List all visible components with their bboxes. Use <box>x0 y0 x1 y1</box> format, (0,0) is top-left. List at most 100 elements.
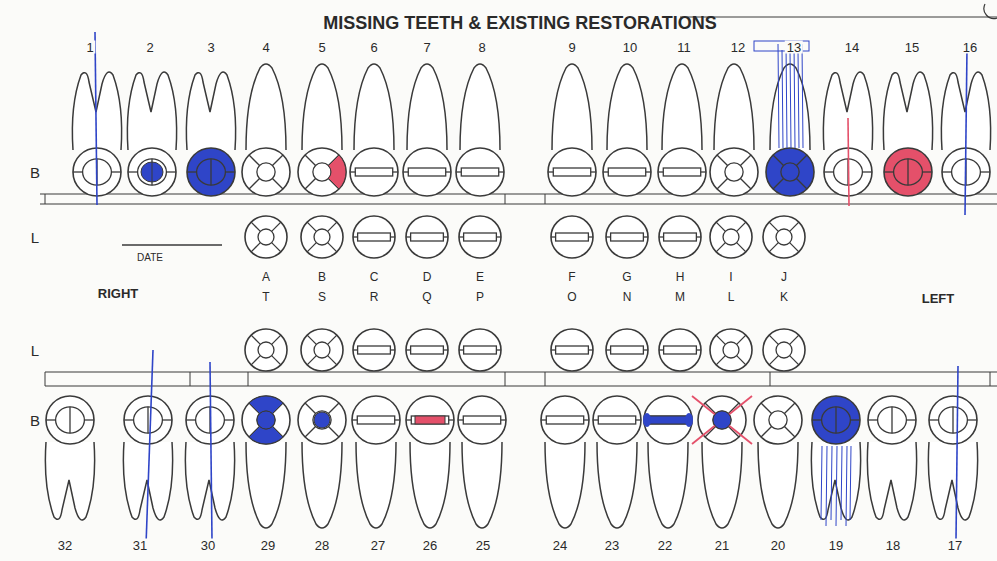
band-tick <box>990 372 991 386</box>
date-label: DATE <box>137 253 163 263</box>
surface-divider <box>716 356 725 365</box>
surface-divider <box>717 155 728 166</box>
occlusal-surface <box>939 407 968 433</box>
crown-outline <box>46 396 94 444</box>
surface-divider <box>716 243 725 252</box>
surface-divider <box>46 419 56 420</box>
tooth-root <box>867 442 916 520</box>
surface-divider <box>443 236 448 237</box>
tooth-root <box>597 442 637 528</box>
surface-divider <box>773 155 784 166</box>
tooth-number: 22 <box>656 539 674 552</box>
occlusal-surface <box>781 163 799 181</box>
surface-divider <box>186 419 196 420</box>
tooth-number: 1 <box>84 41 95 54</box>
surface-divider <box>740 155 751 166</box>
tooth-crown <box>754 396 802 444</box>
incisal-edge <box>358 233 391 241</box>
surface-divider <box>790 356 799 365</box>
surface-divider <box>305 178 316 189</box>
tooth-root <box>407 64 447 150</box>
crown-outline <box>593 396 641 444</box>
surface-divider <box>584 419 589 420</box>
row-label: B <box>30 413 40 428</box>
tooth-number: 2 <box>144 41 155 54</box>
tooth-root <box>648 442 688 528</box>
root-canal-stroke <box>794 44 795 148</box>
tooth-crown <box>245 329 287 371</box>
surface-divider <box>496 236 501 237</box>
root-canal-marks <box>754 41 851 526</box>
incisal-filling <box>415 416 445 424</box>
crown-outline <box>551 329 593 371</box>
surface-divider <box>443 349 448 350</box>
crown-outline <box>406 216 448 258</box>
tooth-crown <box>459 329 501 371</box>
surface-divider <box>761 403 772 414</box>
surface-divider <box>496 349 501 350</box>
surface-divider <box>251 356 260 365</box>
occlusal-surface <box>713 411 731 429</box>
surface-divider <box>459 236 464 237</box>
surface-divider <box>884 171 894 172</box>
surface-divider <box>459 349 464 350</box>
tooth-root <box>552 64 592 150</box>
surface-divider <box>162 419 172 420</box>
crown-outline <box>659 216 701 258</box>
root-canal-stroke <box>782 50 783 148</box>
tooth-number: 7 <box>421 41 432 54</box>
crown-outline <box>298 396 346 444</box>
band-tick <box>505 372 506 386</box>
tooth-crown <box>659 216 701 258</box>
tooth-crown <box>658 148 706 196</box>
tooth-root <box>302 442 342 528</box>
root-canal-stroke <box>798 50 799 148</box>
surface-divider <box>636 419 641 420</box>
surface-divider <box>272 178 283 189</box>
band-tick <box>505 194 506 204</box>
surface-divider <box>249 155 260 166</box>
tooth-crown <box>643 396 693 444</box>
incisal-edge <box>556 346 589 354</box>
occlusal-surface <box>56 407 85 433</box>
tooth-root <box>354 64 394 150</box>
surface-divider <box>646 171 651 172</box>
surface-divider <box>796 155 807 166</box>
occlusal-surface <box>257 411 275 429</box>
crown-outline <box>754 396 802 444</box>
surface-divider <box>790 243 799 252</box>
tooth-root <box>928 442 977 520</box>
surface-divider <box>784 426 795 437</box>
occlusal-surface <box>894 159 923 185</box>
band-tick <box>45 372 46 386</box>
primary-tooth-letter: Q <box>422 291 431 303</box>
root-canal-stroke <box>826 446 827 526</box>
surface-divider <box>390 349 395 350</box>
tooth-number: 4 <box>260 41 271 54</box>
primary-tooth-letter: A <box>262 271 270 283</box>
occlusal-surface <box>258 229 274 245</box>
tooth-root <box>758 442 798 528</box>
tooth-root <box>185 442 234 520</box>
surface-divider <box>716 335 725 344</box>
tooth-number: 13 <box>785 41 803 54</box>
surface-divider <box>272 243 281 252</box>
surface-divider <box>606 236 611 237</box>
surface-divider <box>769 243 778 252</box>
tooth-crown <box>692 396 752 444</box>
tooth-number: 3 <box>205 41 216 54</box>
incisal-edge <box>611 346 644 354</box>
surface-divider <box>717 178 728 189</box>
band-tick <box>190 372 191 386</box>
surface-divider <box>891 407 892 433</box>
surface-divider <box>307 335 316 344</box>
surface-divider <box>328 243 337 252</box>
tooth-crown <box>406 329 448 371</box>
tooth-crown <box>403 148 451 196</box>
surface-divider <box>69 407 70 433</box>
surface-divider <box>328 426 339 437</box>
root-canal-stroke <box>846 446 847 526</box>
tooth-number: 5 <box>316 41 327 54</box>
primary-tooth-letter: B <box>318 271 326 283</box>
